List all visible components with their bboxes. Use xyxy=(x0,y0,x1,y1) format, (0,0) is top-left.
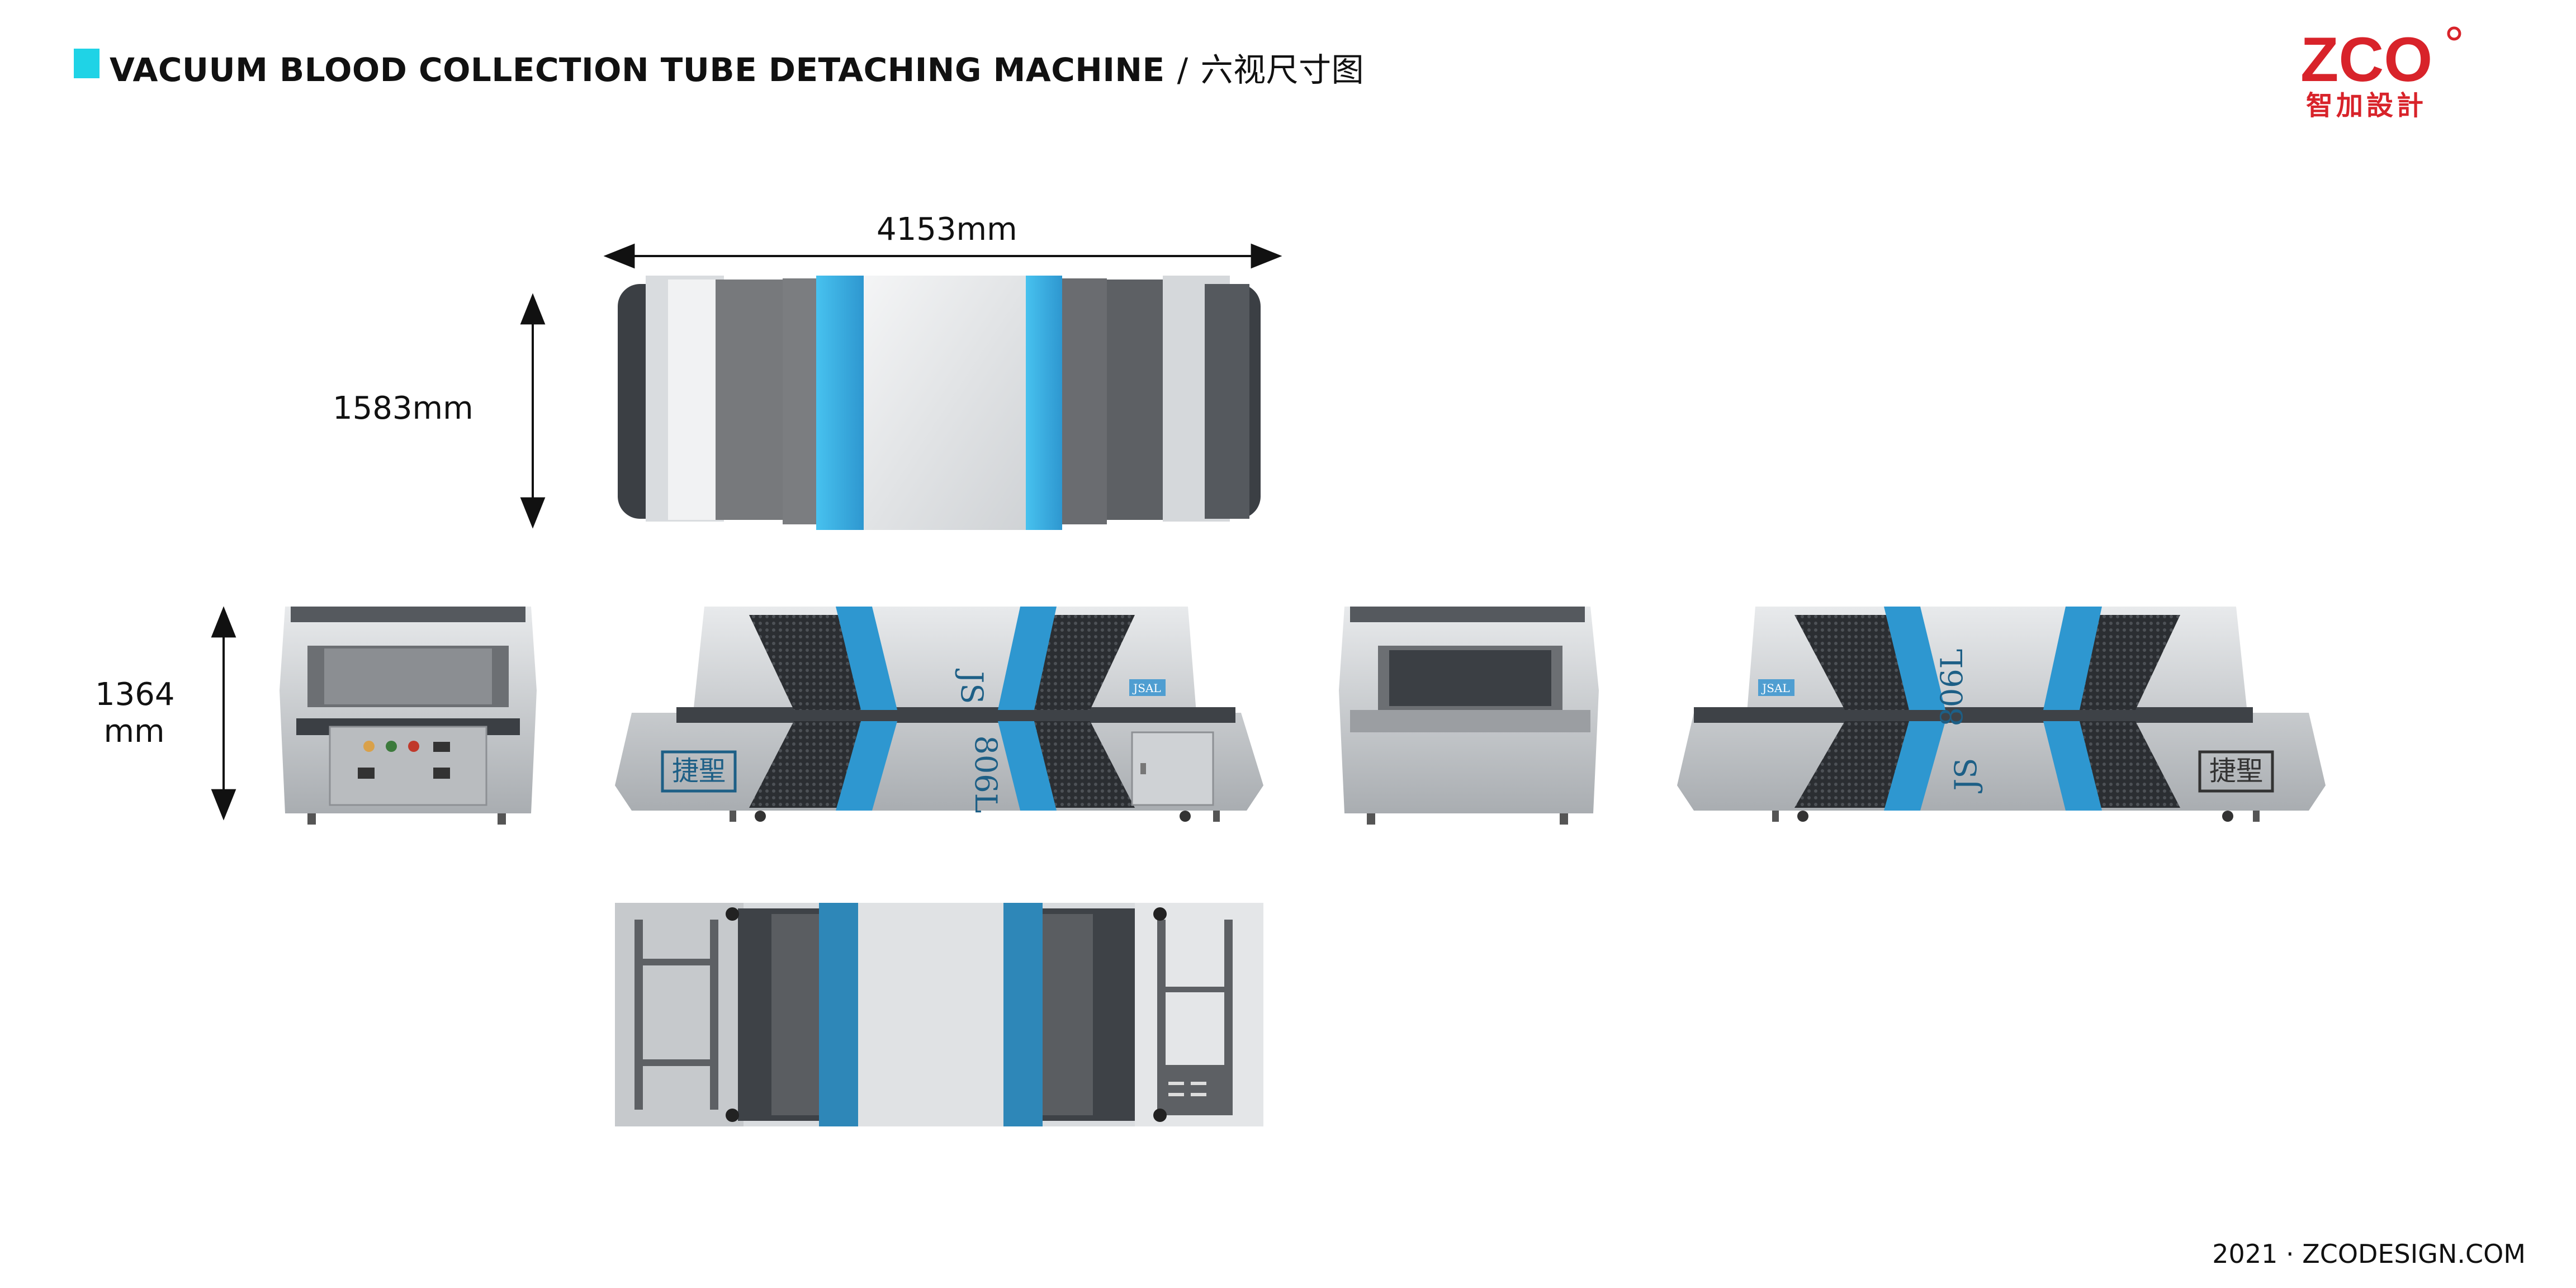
height-unit: mm xyxy=(103,713,165,750)
top-blue-stripe-left xyxy=(816,276,864,530)
logo-text: ZCO xyxy=(2300,25,2432,94)
logo-chinese: 智加設計 xyxy=(2306,90,2427,121)
back-model-right: 806L xyxy=(1934,649,1969,727)
top-blue-stripe-right xyxy=(1026,276,1062,530)
front-view: 捷聖 JS 806L JSAL xyxy=(615,607,1263,822)
top-view xyxy=(618,276,1261,530)
title-english: VACUUM BLOOD COLLECTION TUBE DETACHING M… xyxy=(110,51,1165,89)
height-dimension-label: 1364 mm xyxy=(95,676,175,750)
length-dimension-label: 4153mm xyxy=(877,211,1017,248)
front-brand-badge: 捷聖 xyxy=(672,755,726,787)
back-view: JSAL 806L JS 捷聖 xyxy=(1677,607,2326,822)
back-plate: JSAL xyxy=(1761,681,1789,695)
title-marker xyxy=(74,49,100,78)
left-side-view xyxy=(280,607,537,825)
logo-degree-mark xyxy=(2447,26,2461,41)
page-title: VACUUM BLOOD COLLECTION TUBE DETACHING M… xyxy=(110,44,1364,91)
right-side-view xyxy=(1339,607,1599,825)
front-model-left: JS xyxy=(954,669,989,704)
back-brand-badge: 捷聖 xyxy=(2209,755,2263,787)
width-dimension-label: 1583mm xyxy=(333,390,473,427)
height-value: 1364 xyxy=(95,676,175,713)
title-separator: / xyxy=(1177,51,1188,89)
front-model-right: 806L xyxy=(968,736,1003,813)
bottom-view xyxy=(615,903,1263,1126)
back-model-left: JS xyxy=(1948,758,1983,794)
front-plate: JSAL xyxy=(1132,681,1161,695)
zco-logo: ZCO 智加設計 xyxy=(2300,25,2461,121)
footer-copyright: 2021 · ZCODESIGN.COM xyxy=(2212,1239,2526,1269)
title-chinese: 六视尺寸图 xyxy=(1200,51,1365,89)
